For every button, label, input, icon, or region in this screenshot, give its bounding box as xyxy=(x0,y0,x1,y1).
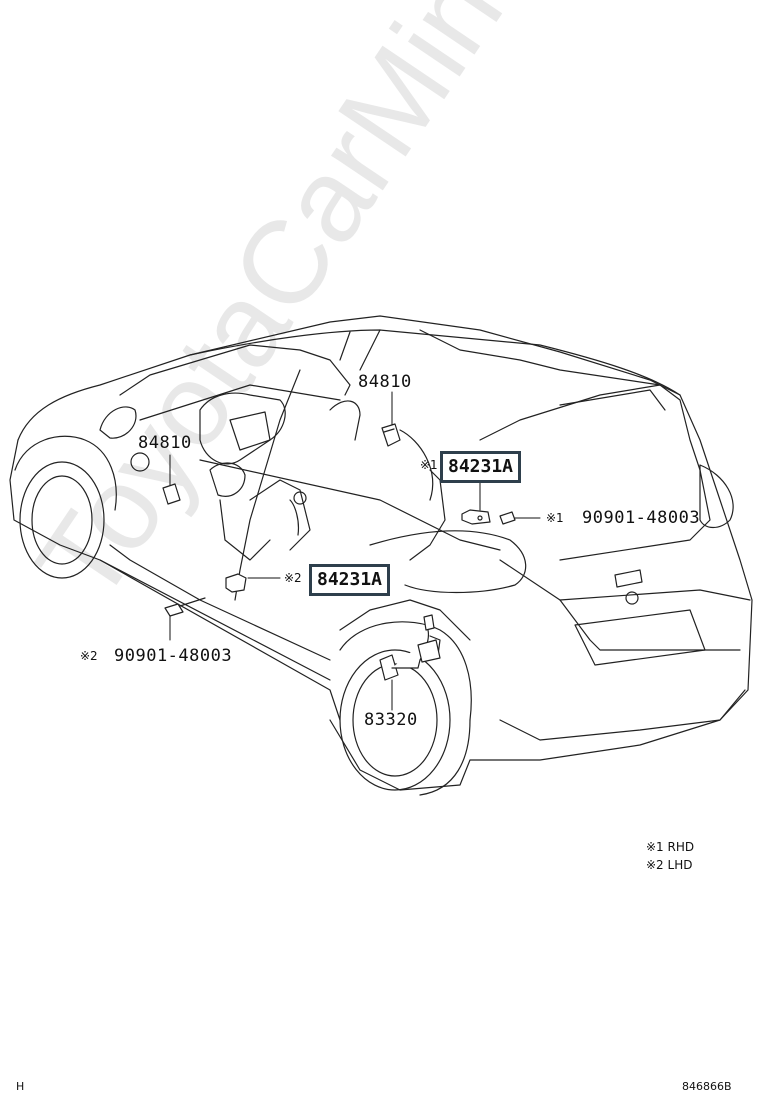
diagram-code: 846866B xyxy=(682,1080,732,1093)
bolt-left-part xyxy=(164,597,206,617)
mark-lhd-mid: ※2 xyxy=(284,571,302,585)
part-label-84810-upper: 84810 xyxy=(358,372,412,392)
mark-lhd-bolt: ※2 xyxy=(80,649,98,663)
part-label-84231a-mid: 84231A xyxy=(309,564,391,596)
part-84810-upper xyxy=(381,423,401,447)
mark-rhd-top: ※1 xyxy=(420,458,438,472)
part-label-bolt-left: 90901-48003 xyxy=(114,646,233,666)
front-wheel xyxy=(14,435,117,579)
part-label-84810-left: 84810 xyxy=(138,433,192,453)
car-body-outline xyxy=(9,315,753,791)
part-84810-left xyxy=(162,483,181,505)
leader-lines xyxy=(169,391,541,711)
mark-rhd-bolt: ※1 xyxy=(546,511,564,525)
part-83320 xyxy=(379,614,441,681)
bolt-right-part xyxy=(499,511,516,525)
part-label-bolt-right: 90901-48003 xyxy=(582,508,701,528)
part-84231a-top xyxy=(461,509,491,525)
interior xyxy=(99,369,527,661)
part-label-84231a-top: 84231A xyxy=(440,451,522,483)
corner-code-left: H xyxy=(16,1080,25,1093)
legend-lhd: ※2 LHD xyxy=(646,858,693,872)
part-label-83320: 83320 xyxy=(364,710,418,730)
part-84231a-mid xyxy=(225,573,247,593)
legend-rhd: ※1 RHD xyxy=(646,840,695,854)
